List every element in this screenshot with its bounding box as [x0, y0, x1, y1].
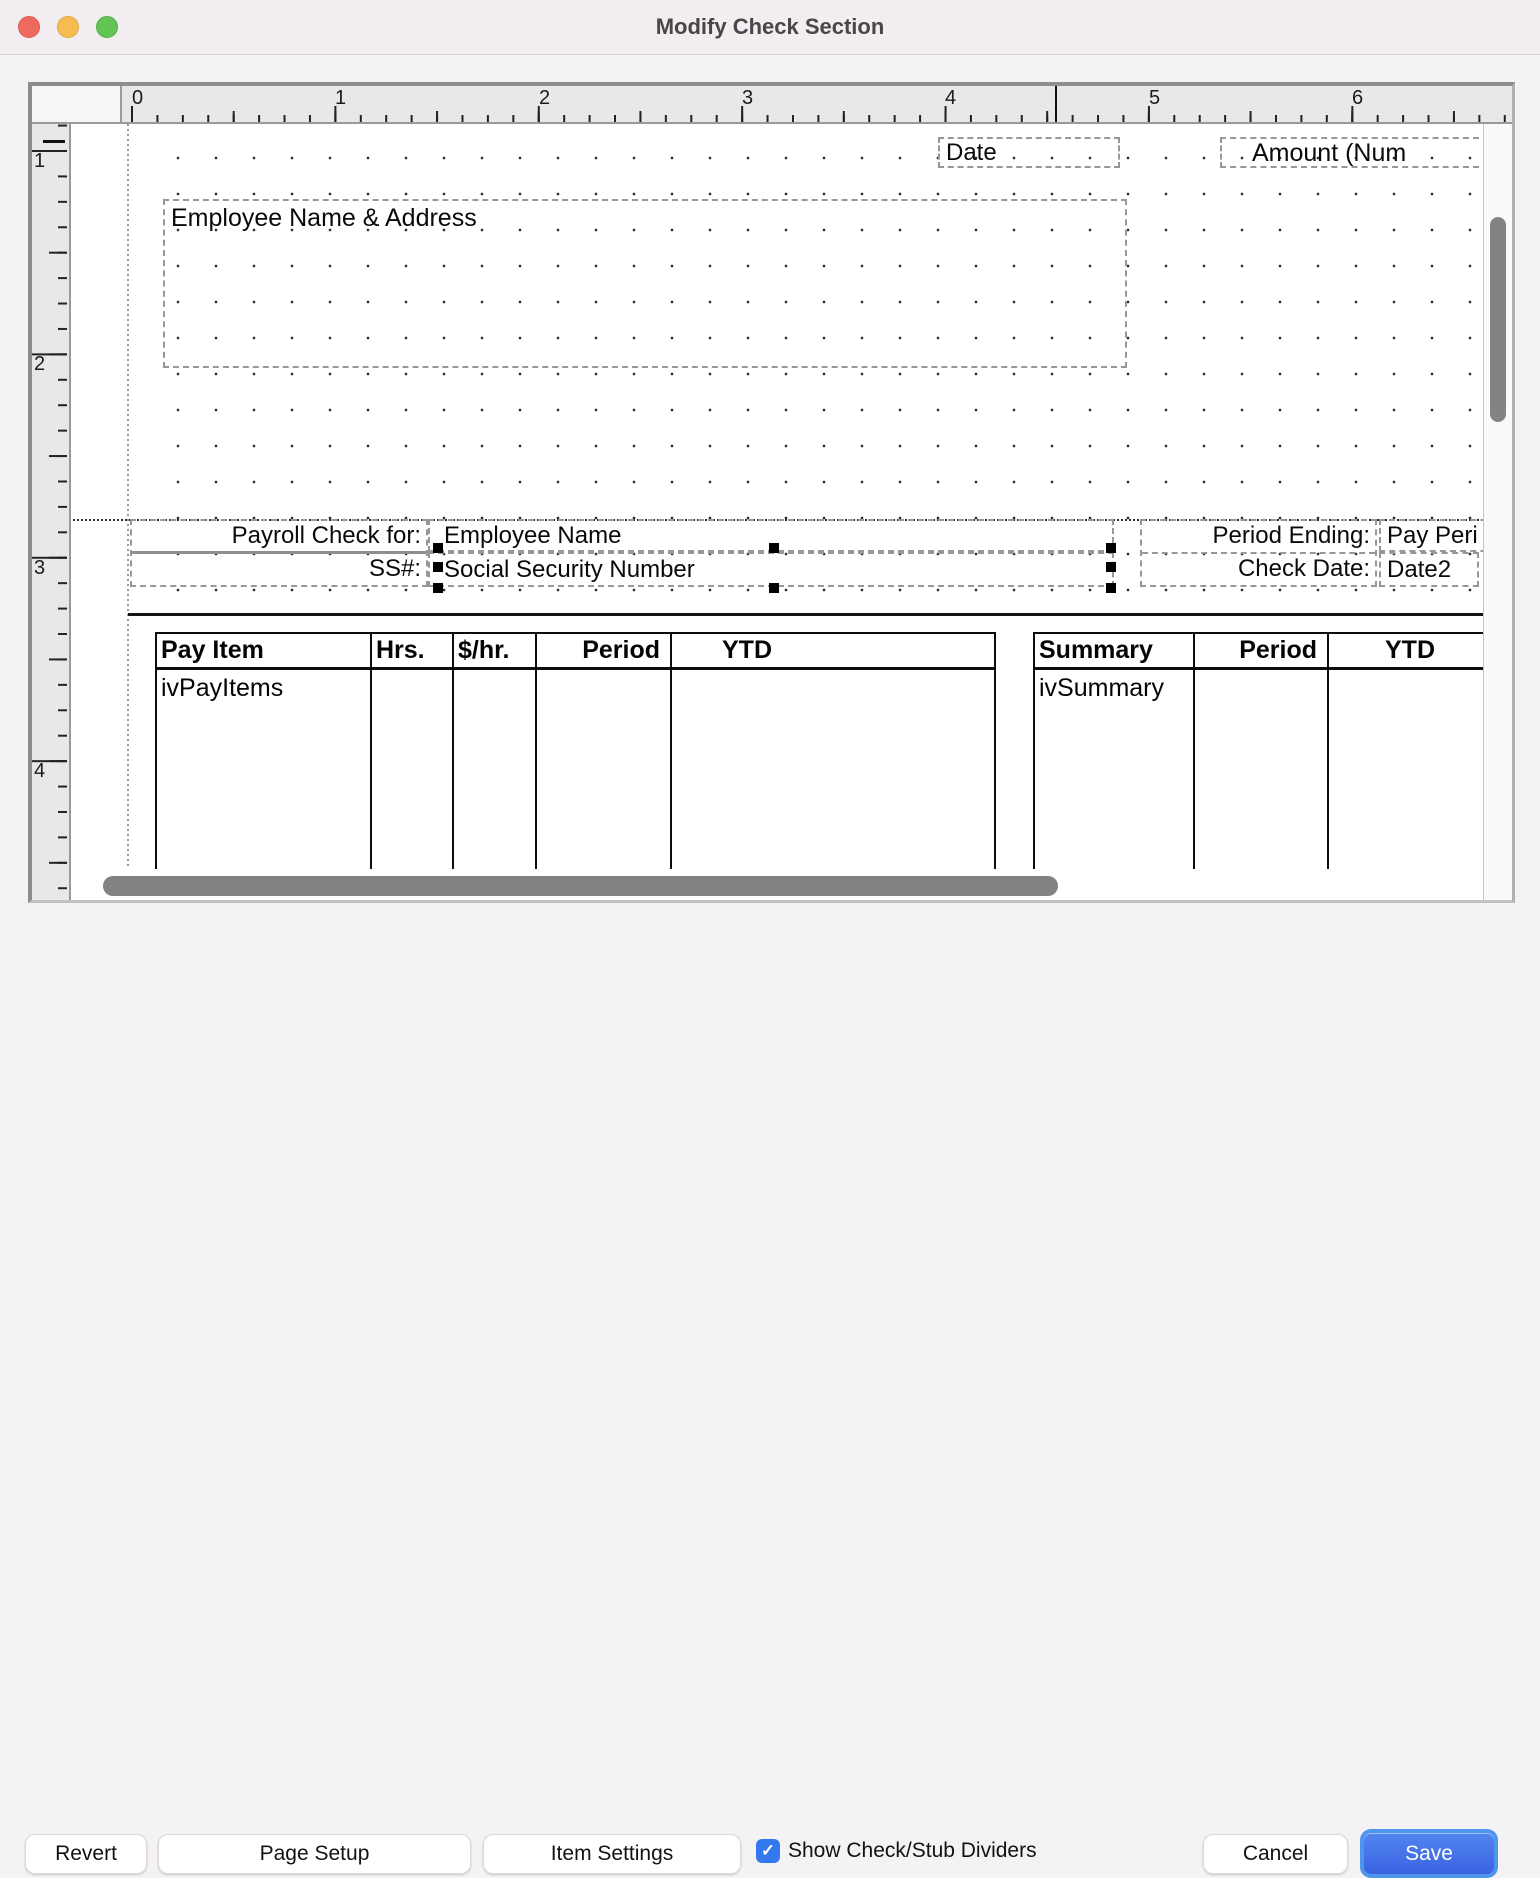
- ruler-number: 6: [1352, 87, 1363, 110]
- design-canvas[interactable]: Date Amount (Num Employee Name & Address…: [73, 124, 1483, 900]
- revert-button[interactable]: Revert: [25, 1834, 147, 1874]
- save-button[interactable]: Save: [1364, 1833, 1494, 1874]
- column-header: Period: [537, 634, 672, 670]
- field-label: Date: [946, 139, 997, 166]
- check-layout-editor: 0 1 2 3 4 5 6 1 2 3 4 Date Amount (Num: [28, 82, 1515, 903]
- ruler-position-marker: [1055, 86, 1057, 122]
- checkbox-checked-icon[interactable]: ✓: [756, 1839, 780, 1863]
- field-label: Employee Name: [444, 522, 621, 549]
- table-cell: [454, 670, 537, 882]
- summary-table[interactable]: Summary Period YTD ivSummary: [1033, 632, 1483, 882]
- table-cell: ivSummary: [1035, 670, 1195, 882]
- table-cell: [1195, 670, 1329, 882]
- column-header: $/hr.: [454, 634, 537, 670]
- column-header: Period: [1195, 634, 1329, 670]
- stub-label-block[interactable]: Payroll Check for: SS#:: [130, 519, 428, 587]
- cancel-button[interactable]: Cancel: [1203, 1834, 1348, 1874]
- ruler-number: 3: [742, 87, 753, 110]
- vertical-scrollbar-thumb[interactable]: [1490, 217, 1506, 422]
- ruler-number: 0: [132, 87, 143, 110]
- field-date2[interactable]: Date2: [1379, 552, 1479, 587]
- page-setup-button[interactable]: Page Setup: [158, 1834, 471, 1874]
- window-title: Modify Check Section: [0, 14, 1540, 40]
- ruler-number: 2: [539, 87, 550, 110]
- period-ending-label: Period Ending:: [1142, 521, 1375, 554]
- ruler-corner: [32, 86, 122, 124]
- pay-items-table[interactable]: Pay Item Hrs. $/hr. Period YTD ivPayItem…: [155, 632, 996, 882]
- field-label: Amount (Num: [1252, 139, 1406, 167]
- selection-handle[interactable]: [1106, 562, 1116, 572]
- vertical-ruler: 1 2 3 4: [32, 124, 71, 900]
- selection-handle[interactable]: [433, 562, 443, 572]
- horizontal-scrollbar-thumb[interactable]: [103, 876, 1058, 896]
- checkbox-label[interactable]: Show Check/Stub Dividers: [788, 1839, 1037, 1863]
- field-label: Pay Peri: [1387, 522, 1478, 549]
- ss-label: SS#:: [132, 554, 426, 585]
- item-settings-button[interactable]: Item Settings: [483, 1834, 741, 1874]
- horizontal-scrollbar[interactable]: [73, 869, 1483, 900]
- table-cell: [1329, 670, 1483, 882]
- check-date-label: Check Date:: [1142, 554, 1375, 585]
- title-bar: Modify Check Section: [0, 0, 1540, 55]
- horizontal-ruler: 0 1 2 3 4 5 6: [122, 86, 1512, 124]
- margin-guide: [127, 124, 129, 869]
- selection-handle[interactable]: [769, 583, 779, 593]
- ruler-number: 1: [335, 87, 346, 110]
- modify-check-section-window: Modify Check Section 0 1 2 3 4 5 6 1 2 3…: [0, 0, 1540, 992]
- ruler-number: 5: [1149, 87, 1160, 110]
- table-cell: [537, 670, 672, 882]
- field-label: Social Security Number: [444, 556, 695, 583]
- show-dividers-checkbox-group: ✓ Show Check/Stub Dividers: [756, 1839, 1037, 1863]
- save-button-focus-ring: Save: [1360, 1829, 1498, 1878]
- ruler-number: 3: [34, 557, 45, 580]
- ruler-number: 2: [34, 353, 45, 376]
- selection-handle[interactable]: [769, 543, 779, 553]
- field-amount-numeric[interactable]: Amount (Num: [1220, 137, 1483, 168]
- selection-handle[interactable]: [433, 543, 443, 553]
- column-header: YTD: [672, 634, 994, 670]
- field-label: Date2: [1387, 556, 1451, 583]
- field-social-security-number[interactable]: Social Security Number: [428, 552, 1114, 587]
- ruler-position-marker: [43, 140, 65, 143]
- table-cell: ivPayItems: [157, 670, 372, 882]
- ruler-number: 1: [34, 150, 45, 173]
- table-cell: [372, 670, 454, 882]
- table-cell: [672, 670, 994, 882]
- ruler-number: 4: [34, 760, 45, 783]
- stub-top-line: [128, 613, 1483, 616]
- field-label: Employee Name & Address: [171, 204, 477, 232]
- column-header: Hrs.: [372, 634, 454, 670]
- ruler-number: 4: [945, 87, 956, 110]
- footer-bar: Revert Page Setup Item Settings ✓ Show C…: [0, 903, 1540, 992]
- column-header: YTD: [1329, 634, 1483, 670]
- stub-date-label-block[interactable]: Period Ending: Check Date:: [1140, 519, 1377, 587]
- selection-handle[interactable]: [1106, 583, 1116, 593]
- vertical-scrollbar[interactable]: [1483, 124, 1512, 900]
- field-pay-period[interactable]: Pay Peri: [1379, 519, 1483, 552]
- selection-handle[interactable]: [433, 583, 443, 593]
- field-employee-name-address[interactable]: Employee Name & Address: [163, 199, 1127, 368]
- column-header: Summary: [1035, 634, 1195, 670]
- field-date[interactable]: Date: [938, 137, 1120, 168]
- selection-handle[interactable]: [1106, 543, 1116, 553]
- payroll-check-for-label: Payroll Check for:: [132, 521, 426, 554]
- column-header: Pay Item: [157, 634, 372, 670]
